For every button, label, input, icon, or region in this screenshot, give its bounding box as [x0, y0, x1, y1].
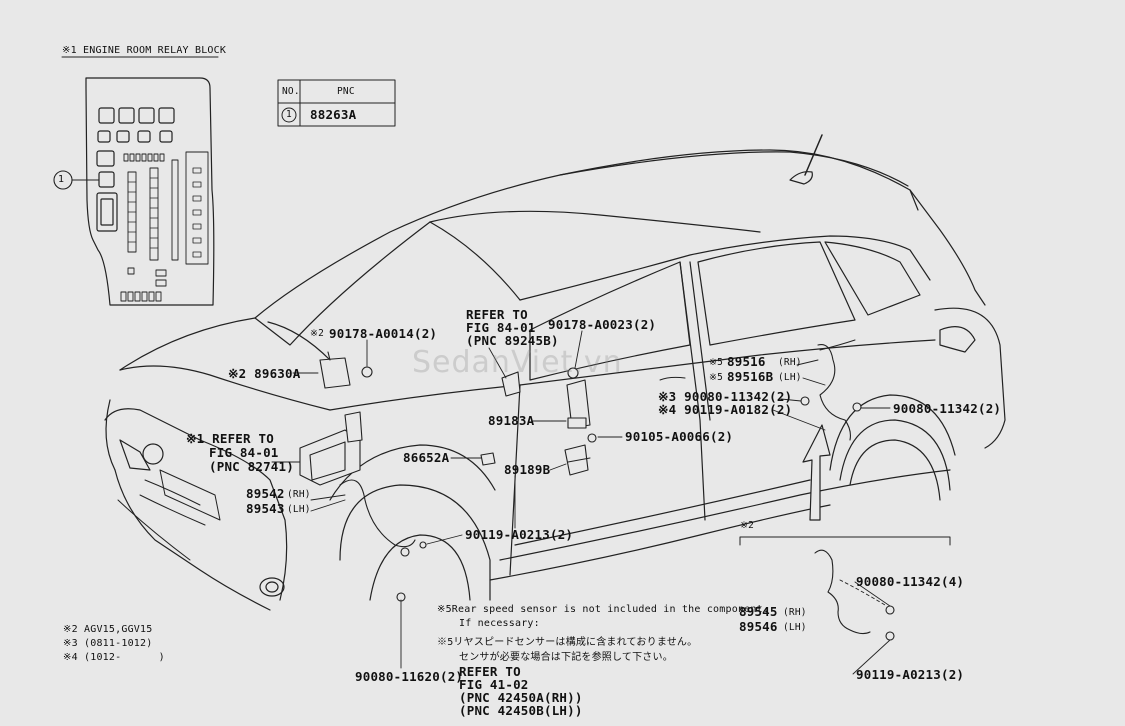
part-label-89546: 89546	[739, 619, 778, 634]
part-label-89545: 89545	[739, 604, 778, 619]
part-label-90080-11342-rear: 90080-11342(2)	[893, 401, 1002, 416]
part-label-90119-a0213-front: 90119-A0213(2)	[465, 527, 574, 542]
part-label-90119-a0213-inset: 90119-A0213(2)	[856, 667, 965, 682]
note-if-necessary: If necessary:	[459, 618, 540, 629]
part-label-90080-11342-inset: 90080-11342(4)	[856, 574, 965, 589]
part-label-89545-side: (RH)	[783, 607, 807, 618]
part-label-89542: 89542	[246, 486, 285, 501]
part-refer-82741-line3: (PNC 82741)	[209, 459, 294, 474]
part-refer-82741-line2: FIG 84-01	[209, 445, 279, 460]
inset-note-tag: ※2	[740, 520, 755, 531]
watermark: SedanViet.vn	[412, 345, 623, 380]
part-label-89543-side: (LH)	[287, 504, 311, 515]
pnc-table-row-no: 1	[286, 109, 292, 120]
pnc-table-header-pnc: PNC	[337, 86, 355, 97]
note-refer-line2: FIG 41-02	[459, 677, 529, 692]
part-label-89516b-note: ※5	[709, 372, 724, 383]
relay-block-callout-number: 1	[58, 174, 65, 185]
relay-block-title: ※1 ENGINE ROOM RELAY BLOCK	[62, 45, 227, 56]
leader-lines	[271, 330, 891, 675]
part-refer-89245b-line1: REFER TO	[466, 307, 528, 322]
note-sensor-reference-jp: センサが必要な場合は下記を参照して下さい。	[459, 652, 673, 663]
part-label-89516b: 89516B	[727, 369, 774, 384]
part-label-90105-a0066: 90105-A0066(2)	[625, 429, 734, 444]
part-label-89516: 89516	[727, 354, 766, 369]
pnc-table-row-pnc: 88263A	[310, 107, 357, 122]
part-label-89183a: 89183A	[488, 413, 535, 428]
vehicle-outline	[104, 134, 1006, 611]
pnc-table-grid	[277, 79, 396, 127]
parts-drawings	[299, 344, 951, 641]
note-rear-sensor-jp: ※5リヤスピードセンサーは構成に含まれておりません。	[437, 637, 698, 648]
note-refer-line3: (PNC 42450A(RH))	[459, 690, 583, 705]
legend-note-3: ※3 (0811-1012)	[63, 638, 153, 649]
note-rear-sensor-en: ※5Rear speed sensor is not included in t…	[437, 604, 770, 615]
legend-note-2: ※2 AGV15,GGV15	[63, 624, 153, 635]
part-refer-82741-line1: ※1 REFER TO	[186, 431, 274, 446]
part-refer-89245b-line3: (PNC 89245B)	[466, 333, 559, 348]
part-label-89516-note: ※5	[709, 357, 724, 368]
part-refer-89245b-line2: FIG 84-01	[466, 320, 536, 335]
part-label-89630a: ※2 89630A	[228, 366, 301, 381]
part-label-90080-11342-note3: ※3 90080-11342(2)	[658, 389, 793, 404]
part-label-89546-side: (LH)	[783, 622, 807, 633]
part-label-90178-a0014: 90178-A0014(2)	[329, 326, 438, 341]
legend-note-4: ※4 (1012- )	[63, 652, 165, 663]
part-label-89189b: 89189B	[504, 462, 551, 477]
part-label-89516-side: (RH)	[778, 357, 802, 368]
part-label-86652a: 86652A	[403, 450, 450, 465]
part-label-note: ※2	[310, 328, 325, 339]
part-label-90178-a0023: 90178-A0023(2)	[548, 317, 657, 332]
pnc-table-header-no: NO.	[282, 86, 300, 97]
relay-block-drawing	[53, 56, 219, 306]
note-refer-line1: REFER TO	[459, 664, 521, 679]
part-label-89542-side: (RH)	[287, 489, 311, 500]
part-label-90119-a0182-note4: ※4 90119-A0182(2)	[658, 402, 793, 417]
note-refer-line4: (PNC 42450B(LH))	[459, 703, 583, 718]
part-label-90080-11620: 90080-11620(2)	[355, 669, 464, 684]
part-label-89543: 89543	[246, 501, 285, 516]
part-label-89516b-side: (LH)	[778, 372, 802, 383]
